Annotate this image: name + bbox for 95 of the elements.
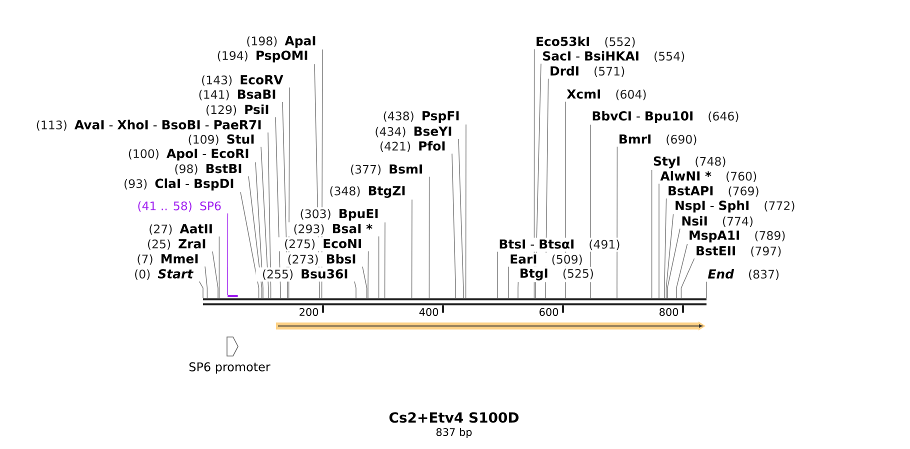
- enzyme-label: (100) ApoI - EcoRI: [128, 148, 248, 161]
- enzyme-label: (109) StuI: [188, 134, 254, 146]
- enzyme-label: XcmI (604): [566, 89, 646, 100]
- map-title: Cs2+Etv4 S100D: [389, 412, 519, 423]
- primer-label: (41 .. 58) SP6: [138, 201, 221, 212]
- enzyme-label: (0) Start: [135, 269, 194, 280]
- leader-line: [362, 266, 368, 299]
- enzyme-label: (27) AatII: [150, 224, 212, 235]
- enzyme-label: End (837): [708, 268, 779, 280]
- leader-line: [535, 63, 542, 299]
- leader-line: [651, 170, 652, 299]
- enzyme-label: DrdI (571): [550, 66, 624, 77]
- leader-line: [204, 266, 208, 299]
- enzyme-label: (303) BpuEI: [300, 208, 378, 221]
- leader-line: [666, 214, 674, 299]
- tick-label: 800: [660, 308, 678, 316]
- promoter-symbol: [226, 336, 238, 356]
- leader-line: [667, 228, 680, 299]
- leader-line: [428, 176, 430, 299]
- leader-line: [676, 244, 688, 299]
- enzyme-label: (93) ClaI - BspDI: [124, 178, 234, 191]
- leader-line: [706, 281, 707, 299]
- tick-label: 400: [419, 308, 438, 316]
- enzyme-label: (421) PfoI: [380, 140, 445, 152]
- enzyme-label: AlwNI * (760): [660, 170, 756, 182]
- enzyme-label: BstEII (797): [696, 246, 781, 257]
- leader-line: [518, 282, 519, 299]
- enzyme-label: (113) AvaI - XhoI - BsoBI - PaeR7I: [36, 120, 261, 131]
- leader-line: [288, 87, 290, 299]
- enzyme-label: (129) PsiI: [206, 104, 268, 116]
- enzyme-label: (293) BsaI *: [294, 224, 372, 235]
- leader-line: [368, 250, 369, 299]
- enzyme-label: (143) EcoRV: [202, 75, 284, 86]
- enzyme-label: SacI - BsiHKAI (554): [543, 50, 684, 62]
- enzyme-label: (348) BtgZI: [330, 186, 405, 198]
- enzyme-label: (377) BsmI: [351, 164, 422, 176]
- enzyme-label: MspA1I (789): [690, 230, 785, 242]
- enzyme-label: (194) PspOMI: [218, 50, 308, 62]
- enzyme-label: (255) Bsu36I: [262, 269, 348, 280]
- leader-line: [590, 124, 591, 299]
- primer-mark: [228, 295, 238, 297]
- enzyme-label: (25) ZraI: [148, 239, 206, 250]
- leader-line: [354, 281, 356, 299]
- leader-line: [458, 138, 464, 299]
- enzyme-label: (7) MmeI: [138, 254, 198, 265]
- leader-line: [275, 116, 281, 299]
- feature-band: [276, 322, 706, 330]
- enzyme-label: BstAPI (769): [668, 186, 758, 197]
- enzyme-label: BmrI (690): [620, 134, 696, 146]
- enzyme-label: BtgI (525): [520, 268, 593, 280]
- enzyme-label: BtsI - BtsαI (491): [500, 239, 620, 250]
- leader-line: [465, 124, 466, 299]
- enzyme-label: StyI (748): [654, 156, 726, 168]
- leader-line: [545, 78, 549, 299]
- enzyme-label: NspI - SphI (772): [676, 200, 794, 213]
- sequence-bar: [203, 298, 706, 306]
- enzyme-label: BbvCI - Bpu10I (646): [592, 110, 738, 124]
- feature-label: SP6 promoter: [189, 362, 270, 374]
- enzyme-label: (273) BbsI: [288, 254, 356, 265]
- leader-line: [534, 48, 535, 299]
- enzyme-label: (198) ApaI: [247, 36, 316, 48]
- leader-line: [212, 251, 218, 299]
- leader-line: [565, 101, 566, 299]
- leader-line: [378, 236, 380, 299]
- enzyme-label: (438) PspFI: [384, 111, 459, 123]
- enzyme-label: (275) EcoNI: [285, 238, 361, 250]
- leader-line: [664, 198, 667, 299]
- leader-line: [248, 176, 262, 299]
- leader-line: [452, 153, 456, 299]
- leader-line: [384, 222, 386, 299]
- leader-line: [218, 236, 220, 299]
- leader-line: [321, 49, 323, 299]
- leader-line: [680, 258, 695, 299]
- leader-line: [508, 266, 509, 299]
- leader-line: [658, 183, 660, 299]
- enzyme-label: Eco53kI (552): [536, 36, 635, 48]
- leader-line: [314, 64, 320, 299]
- leader-line: [268, 132, 272, 299]
- tick-label: 200: [300, 308, 318, 316]
- tick-label: 600: [540, 308, 558, 316]
- leader-line: [227, 213, 228, 296]
- leader-line: [255, 162, 264, 299]
- enzyme-label: (98) BstBI: [175, 164, 242, 175]
- leader-line: [260, 146, 269, 299]
- leader-line: [282, 102, 288, 299]
- sequence-length: 837 bp: [436, 428, 472, 438]
- enzyme-label: EarI (509): [510, 254, 582, 266]
- enzyme-label: (434) BseYI: [376, 126, 452, 138]
- leader-line: [497, 251, 498, 299]
- leader-line: [198, 281, 204, 299]
- enzyme-label: NsiI (774): [682, 216, 753, 227]
- enzyme-label: (141) BsaBI: [199, 90, 276, 100]
- leader-line: [240, 192, 260, 299]
- leader-line: [411, 199, 412, 299]
- leader-line: [616, 146, 618, 299]
